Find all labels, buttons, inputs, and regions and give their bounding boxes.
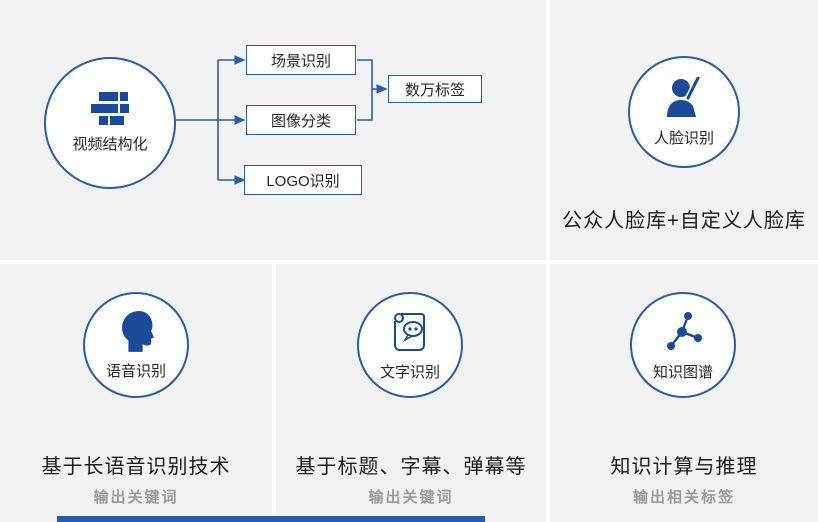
text-caption: 基于标题、字幕、弹幕等 [295, 456, 527, 478]
logo-recognition-box: LOGO识别 [244, 165, 362, 195]
network-graph-icon [667, 311, 702, 350]
panel-video-structuring: 视频结构化 场景识别 图像分类 LOGO识别 数万标签 [0, 0, 546, 260]
face-recognition-label: 人脸识别 [653, 129, 714, 147]
scroll-speech-icon [394, 312, 425, 351]
knowledge-graph-circle: 知识图谱 [630, 292, 736, 398]
speech-recognition-circle: 语音识别 [83, 292, 189, 398]
person-face-icon [667, 76, 701, 117]
head-profile-icon [122, 310, 154, 352]
tags-result-box: 数万标签 [388, 75, 482, 103]
face-recognition-circle: 人脸识别 [628, 56, 740, 168]
video-structuring-label: 视频结构化 [72, 136, 148, 153]
knowledge-caption: 知识计算与推理 [610, 456, 758, 478]
bottom-accent-bar [57, 516, 485, 522]
panel-knowledge-graph: 知识图谱 知识计算与推理 输出相关标签 [550, 264, 818, 522]
panel-text-recognition: 文字识别 基于标题、字幕、弹幕等 输出关键词 [276, 264, 546, 522]
text-recognition-circle: 文字识别 [357, 292, 463, 398]
speech-sub-caption: 输出关键词 [93, 489, 179, 506]
text-sub-caption: 输出关键词 [368, 489, 454, 506]
scene-recognition-box: 场景识别 [246, 45, 356, 75]
video-structuring-circle: 视频结构化 [44, 57, 176, 189]
text-recognition-label: 文字识别 [379, 363, 440, 381]
video-structure-icon [91, 92, 129, 125]
knowledge-sub-caption: 输出相关标签 [632, 489, 735, 506]
face-library-caption: 公众人脸库+自定义人脸库 [562, 210, 806, 232]
speech-caption: 基于长语音识别技术 [41, 456, 231, 478]
panel-face-recognition: 人脸识别 公众人脸库+自定义人脸库 [550, 0, 818, 260]
image-classification-box: 图像分类 [246, 105, 356, 135]
panel-speech-recognition: 语音识别 基于长语音识别技术 输出关键词 [0, 264, 272, 522]
flow-connectors [176, 55, 388, 185]
knowledge-graph-label: 知识图谱 [652, 363, 713, 381]
speech-recognition-label: 语音识别 [105, 362, 166, 380]
